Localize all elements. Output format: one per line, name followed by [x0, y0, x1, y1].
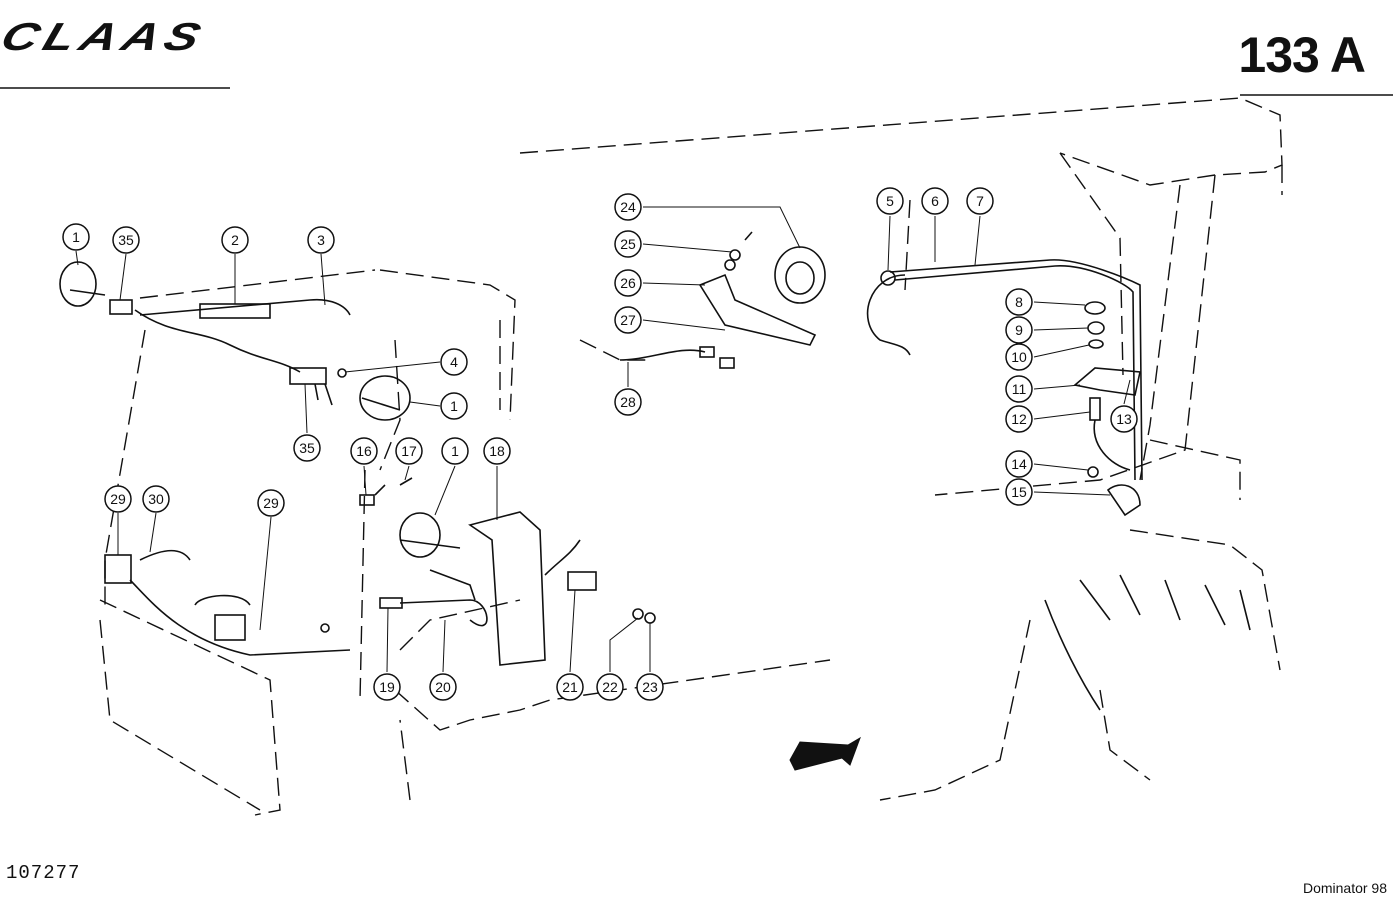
svg-text:19: 19	[379, 679, 395, 695]
svg-text:6: 6	[931, 193, 939, 209]
callout: 15	[1005, 478, 1033, 506]
callout: 1	[62, 223, 90, 251]
svg-text:15: 15	[1011, 484, 1027, 500]
svg-text:13: 13	[1116, 411, 1132, 427]
callout: 29	[104, 485, 132, 513]
tire-tread-sketch	[1044, 574, 1251, 711]
right-harness-assembly	[866, 259, 1143, 517]
part-callouts: 1 35 2 3 4 1 35 16 17 1 18 29 30 29 19 2…	[62, 187, 1138, 701]
left-light-assembly	[59, 261, 411, 421]
svg-text:1: 1	[72, 229, 80, 245]
callout: 16	[350, 437, 378, 465]
callout: 21	[556, 673, 584, 701]
callout: 6	[921, 187, 949, 215]
svg-text:16: 16	[356, 443, 372, 459]
svg-text:24: 24	[620, 199, 636, 215]
rear-light-assembly	[104, 549, 351, 656]
callout: 2	[221, 226, 249, 254]
callout: 28	[614, 388, 642, 416]
svg-text:30: 30	[148, 491, 164, 507]
callout: 25	[614, 230, 642, 258]
svg-text:1: 1	[451, 443, 459, 459]
svg-text:3: 3	[317, 232, 325, 248]
callout: 17	[395, 437, 423, 465]
svg-text:25: 25	[620, 236, 636, 252]
svg-text:35: 35	[299, 440, 315, 456]
callout: 4	[440, 348, 468, 376]
callout: 1	[440, 392, 468, 420]
page-code: 133 A	[1238, 27, 1366, 83]
callout: 10	[1005, 343, 1033, 371]
callout: 9	[1005, 316, 1033, 344]
svg-text:35: 35	[118, 232, 134, 248]
callout: 35	[112, 226, 140, 254]
svg-text:26: 26	[620, 275, 636, 291]
svg-text:11: 11	[1012, 381, 1027, 397]
travel-direction-arrow	[789, 736, 861, 771]
callout: 1	[441, 437, 469, 465]
callout: 7	[966, 187, 994, 215]
callout: 3	[307, 226, 335, 254]
callout: 13	[1110, 405, 1138, 433]
leader-lines	[75, 206, 1131, 673]
callout: 27	[614, 306, 642, 334]
svg-text:23: 23	[642, 679, 658, 695]
callout: 35	[293, 434, 321, 462]
svg-text:8: 8	[1015, 294, 1023, 310]
svg-text:7: 7	[976, 193, 984, 209]
callout: 12	[1005, 405, 1033, 433]
machine-ghost-outline	[99, 97, 1283, 816]
callout: 23	[636, 673, 664, 701]
callout: 29	[257, 489, 285, 517]
model-name: Dominator 98	[1302, 880, 1387, 896]
svg-text:27: 27	[620, 312, 636, 328]
callout: 30	[142, 485, 170, 513]
svg-text:14: 14	[1011, 456, 1027, 472]
callout: 11	[1005, 375, 1033, 403]
svg-text:22: 22	[602, 679, 618, 695]
callout: 24	[614, 193, 642, 221]
callout: 26	[614, 269, 642, 297]
svg-text:28: 28	[620, 394, 636, 410]
svg-text:29: 29	[263, 495, 279, 511]
callout: 18	[483, 437, 511, 465]
svg-text:10: 10	[1011, 349, 1027, 365]
svg-text:20: 20	[435, 679, 451, 695]
svg-text:29: 29	[110, 491, 126, 507]
callout: 19	[373, 673, 401, 701]
svg-text:9: 9	[1015, 322, 1023, 338]
svg-text:4: 4	[450, 354, 458, 370]
svg-text:5: 5	[886, 193, 894, 209]
svg-text:2: 2	[231, 232, 239, 248]
svg-text:21: 21	[562, 679, 578, 695]
svg-text:1: 1	[450, 398, 458, 414]
center-wiring-assembly	[359, 477, 656, 666]
callout: 5	[876, 187, 904, 215]
drawing-number: 107277	[6, 862, 81, 884]
callout: 14	[1005, 450, 1033, 478]
callout: 20	[429, 673, 457, 701]
svg-text:17: 17	[401, 443, 417, 459]
callout: 22	[596, 673, 624, 701]
svg-text:12: 12	[1011, 411, 1027, 427]
svg-text:18: 18	[489, 443, 505, 459]
beacon-assembly	[619, 231, 826, 369]
callout: 8	[1005, 288, 1033, 316]
